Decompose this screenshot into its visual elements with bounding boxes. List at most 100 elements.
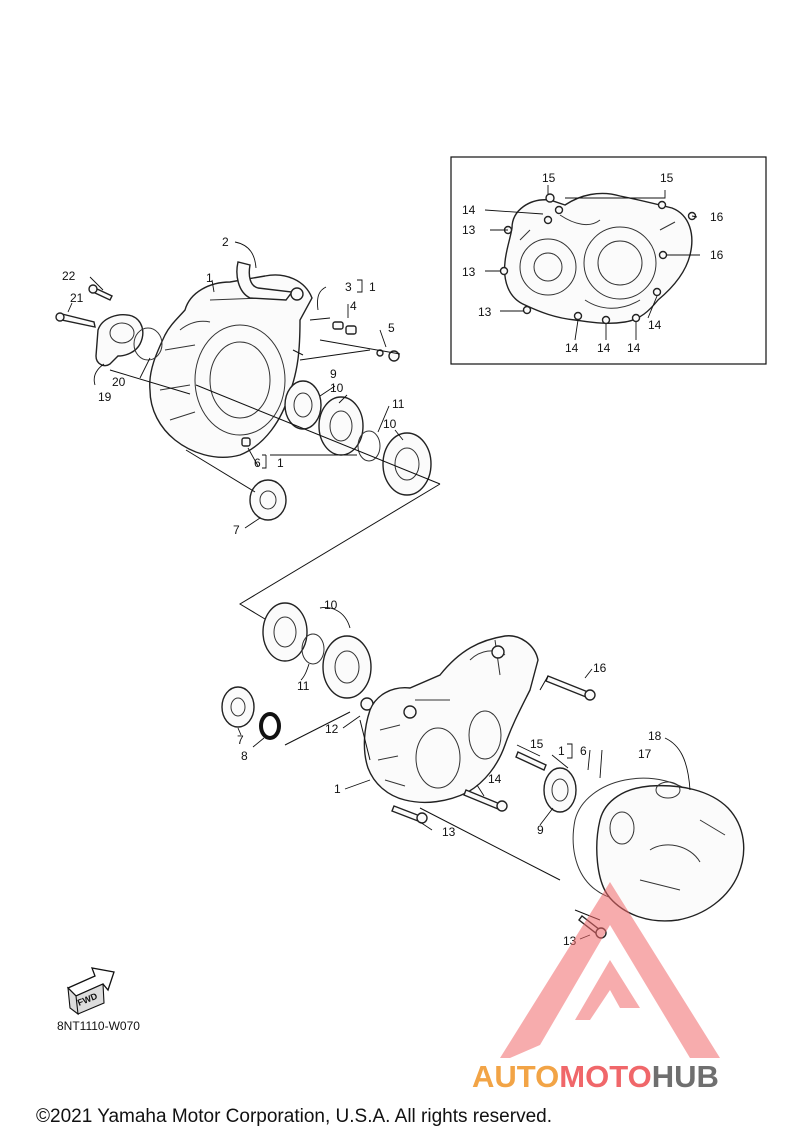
- bearing-part-10-lower-a-inner: [273, 616, 297, 648]
- bolt-part-15: [515, 751, 547, 771]
- inset-label-14b: 14: [648, 318, 662, 332]
- right-crankcase: [363, 635, 539, 804]
- lower-brackets: [567, 743, 573, 759]
- inset-label-15a: 15: [542, 171, 556, 185]
- bolt-head-14: [496, 800, 508, 812]
- dowel-part-4: [345, 325, 357, 335]
- inset-bolt: [657, 200, 667, 210]
- watermark-logo: AUTOMOTOHUB: [472, 882, 720, 1094]
- gasket-part-20: [133, 327, 163, 361]
- inset-bolt: [658, 250, 668, 260]
- watermark-text: AUTOMOTOHUB: [472, 1059, 719, 1094]
- fwd-arrow-depth: [67, 983, 105, 1016]
- inset-bore-right: [583, 226, 657, 300]
- bearing-part-10-upper-b: [382, 432, 432, 496]
- inset-label-16b: 16: [710, 248, 724, 262]
- right-crankcase-bore: [415, 727, 461, 789]
- circlip-part-11-lower: [301, 633, 325, 665]
- label-19: 19: [98, 390, 112, 404]
- left-crankcase-bore: [194, 324, 286, 436]
- bolt-head-21: [55, 312, 65, 322]
- bearing-part-10-upper-b-inner: [394, 447, 420, 481]
- bearing-part-7-lower: [221, 686, 255, 728]
- copyright-text: ©2021 Yamaha Motor Corporation, U.S.A. A…: [36, 1106, 552, 1127]
- bearing-part-7-upper: [249, 479, 287, 521]
- oil-seal-part-9-lower: [543, 767, 577, 813]
- lower-guide-lines: [284, 675, 601, 921]
- bearing-part-7-lower-inner: [230, 697, 246, 717]
- label-17-lower: 17: [638, 747, 652, 761]
- label-15-lower: 15: [530, 737, 544, 751]
- label-22: 22: [62, 269, 76, 283]
- label-1b-lower: 1: [334, 782, 341, 796]
- label-10-lower: 10: [324, 598, 338, 612]
- upper-leaders: [67, 241, 404, 529]
- inset-bolt: [499, 266, 509, 276]
- right-crankcase-boss: [403, 705, 417, 719]
- inset-label-13c: 13: [478, 305, 492, 319]
- dowel-part-3: [332, 321, 344, 330]
- bolt-part-16: [545, 675, 589, 698]
- diagram-code: 8NT1110-W070: [57, 1019, 140, 1033]
- label-7-lower: 7: [237, 733, 244, 747]
- inset-leaders: [484, 185, 700, 341]
- label-11-lower: 11: [297, 679, 310, 693]
- watermark-auto: AUTO: [472, 1059, 559, 1094]
- inset-label-16a: 16: [710, 210, 724, 224]
- right-crankcase-bore-2: [468, 710, 502, 760]
- bolt-head-16: [584, 689, 596, 701]
- inset-bolt: [573, 311, 583, 321]
- fwd-indicator: FWD: [66, 967, 115, 1016]
- inset-label-14a: 14: [462, 203, 476, 217]
- upper-brackets: [262, 279, 363, 469]
- label-13a-lower: 13: [442, 825, 456, 839]
- label-6-ref: 1: [277, 456, 284, 470]
- water-pump-cover-port: [109, 322, 135, 344]
- label-21: 21: [70, 291, 84, 305]
- oil-seal-part-9-lower-inner: [551, 778, 569, 802]
- label-8-lower: 8: [241, 749, 248, 763]
- upper-guide-lines: [109, 317, 441, 493]
- bearing-part-10-lower-b: [322, 635, 372, 699]
- hose-fitting: [290, 287, 304, 301]
- bearing-part-10-lower-a: [262, 602, 308, 662]
- inset-bolt: [543, 215, 553, 225]
- bearing-part-10-lower-b-inner: [334, 650, 360, 684]
- oil-seal-part-8: [259, 712, 281, 740]
- bolt-part-21: [61, 313, 96, 328]
- watermark-moto: MOTO: [559, 1059, 651, 1094]
- label-1: 1: [206, 271, 213, 285]
- inset-bore-left-inner: [533, 252, 563, 282]
- label-1a-lower: 1: [558, 744, 565, 758]
- bolt-head-13a: [416, 812, 428, 824]
- label-5: 5: [388, 321, 395, 335]
- clutch-cover-boss: [655, 781, 681, 799]
- label-11: 11: [392, 397, 405, 411]
- label-18-lower: 18: [648, 729, 662, 743]
- left-crankcase-ribs: [159, 297, 261, 421]
- inset-view: 15 15 14 16 13 16 13 13 14 14 14 14: [450, 156, 767, 365]
- label-16-lower: 16: [593, 661, 607, 675]
- inset-label-13b: 13: [462, 265, 476, 279]
- label-6: 6: [254, 456, 261, 470]
- inset-bore-left: [519, 238, 577, 296]
- inset-label-14d: 14: [597, 341, 611, 355]
- watermark-hub: HUB: [652, 1059, 719, 1094]
- bearing-part-7-upper-inner: [259, 490, 277, 510]
- inset-label-14c: 14: [565, 341, 579, 355]
- watermark-triangle-icon: [500, 882, 720, 1058]
- label-14-lower: 14: [488, 772, 502, 786]
- inset-bolt: [554, 205, 564, 215]
- right-crankcase-boss: [491, 645, 505, 659]
- water-pump-cover: [95, 314, 144, 367]
- inset-bolt: [631, 313, 641, 323]
- inset-bore-right-inner: [597, 240, 643, 286]
- bearing-part-10-upper-a-inner: [329, 410, 353, 442]
- inset-bolt: [601, 315, 611, 325]
- label-12-lower: 12: [325, 722, 339, 736]
- bolt-head-22: [88, 284, 98, 294]
- label-20: 20: [112, 375, 126, 389]
- clutch-cover-port: [609, 811, 635, 845]
- label-6-lower: 6: [580, 744, 587, 758]
- oil-seal-part-9-upper-inner: [293, 392, 313, 418]
